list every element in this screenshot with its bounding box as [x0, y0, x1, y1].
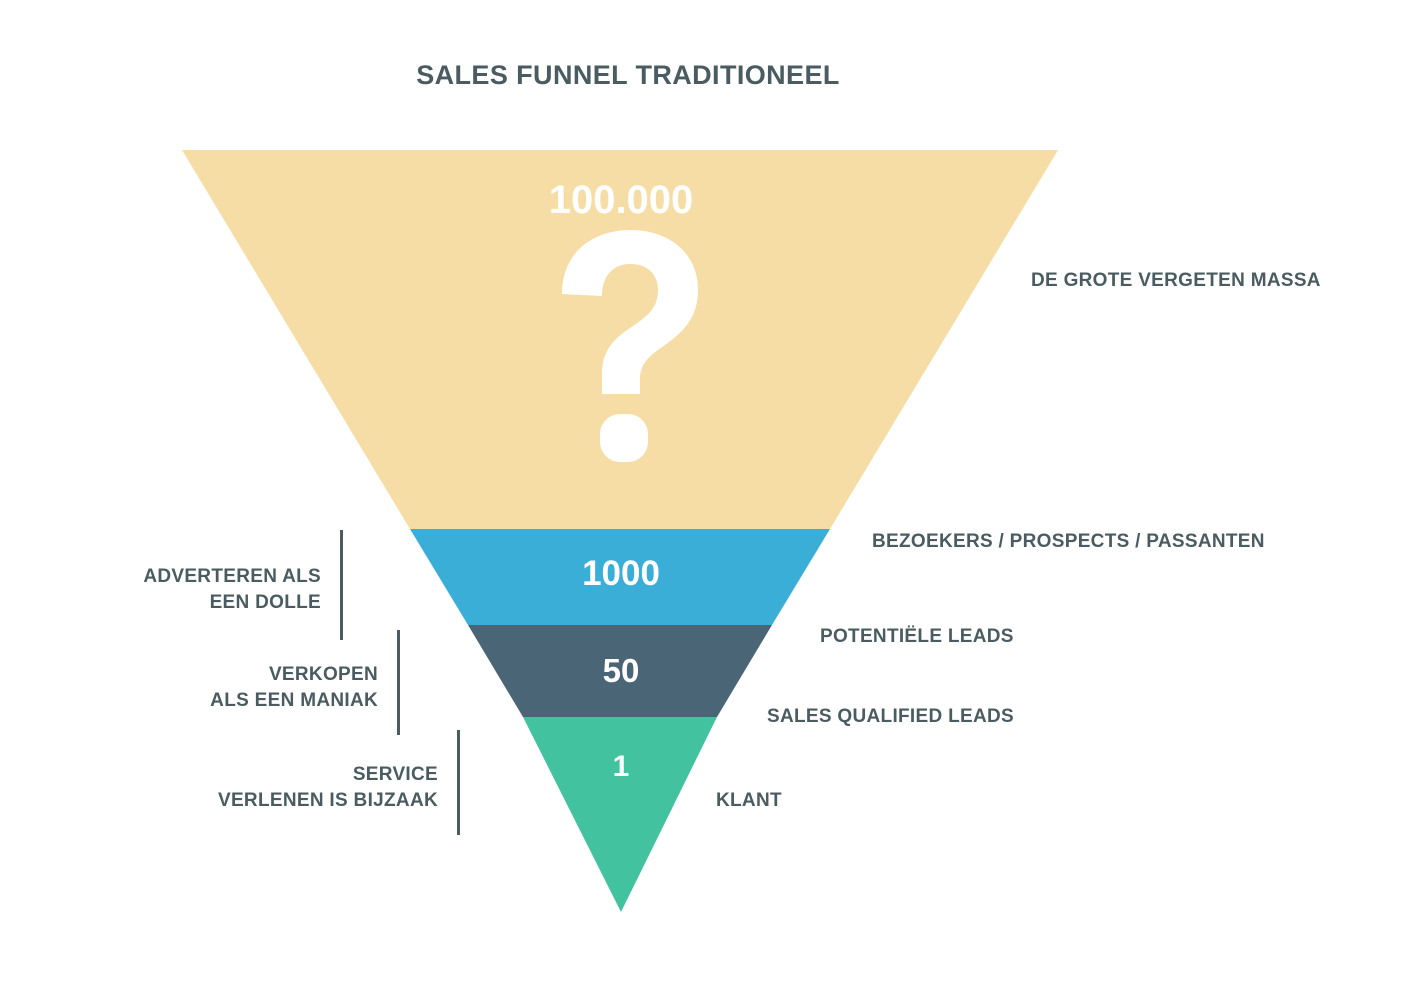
annotation-service-line2: VERLENEN IS BIJZAAK — [217, 789, 438, 811]
annotation-advertise-line2: EEN DOLLE — [209, 591, 321, 613]
funnel-band-visitors — [410, 529, 830, 625]
page-title: SALES FUNNEL TRADITIONEEL — [416, 60, 840, 90]
annotation-sell-line2: ALS EEN MANIAK — [210, 689, 378, 711]
stage-label-mass: DE GROTE VERGETEN MASSA — [1031, 270, 1321, 291]
annotation-service: SERVICE VERLENEN IS BIJZAAK — [130, 762, 438, 813]
funnel-value-leads: 50 — [602, 652, 640, 689]
funnel-value-customer: 1 — [612, 750, 630, 783]
bracket-line-service — [457, 730, 460, 835]
funnel-band-customer — [523, 717, 717, 912]
bracket-line-advertise — [340, 530, 343, 640]
bracket-line-sell — [397, 630, 400, 735]
annotation-advertise: ADVERTEREN ALS EEN DOLLE — [10, 564, 321, 615]
annotation-advertise-line1: ADVERTEREN ALS — [143, 566, 321, 587]
funnel-value-visitors: 1000 — [582, 554, 660, 593]
stage-label-potential-leads: POTENTIËLE LEADS — [820, 626, 1014, 647]
funnel-band-leads — [468, 625, 772, 717]
stage-label-sales-qualified-leads: SALES QUALIFIED LEADS — [767, 706, 1014, 727]
annotation-service-line1: SERVICE — [352, 764, 438, 785]
stage-label-customer: KLANT — [716, 790, 782, 811]
funnel-value-awareness: 100.000 — [548, 178, 694, 222]
annotation-sell-line1: VERKOPEN — [268, 664, 378, 685]
annotation-sell: VERKOPEN ALS EEN MANIAK — [70, 662, 378, 713]
question-mark-icon — [562, 230, 698, 462]
stage-label-visitors: BEZOEKERS / PROSPECTS / PASSANTEN — [872, 531, 1265, 552]
